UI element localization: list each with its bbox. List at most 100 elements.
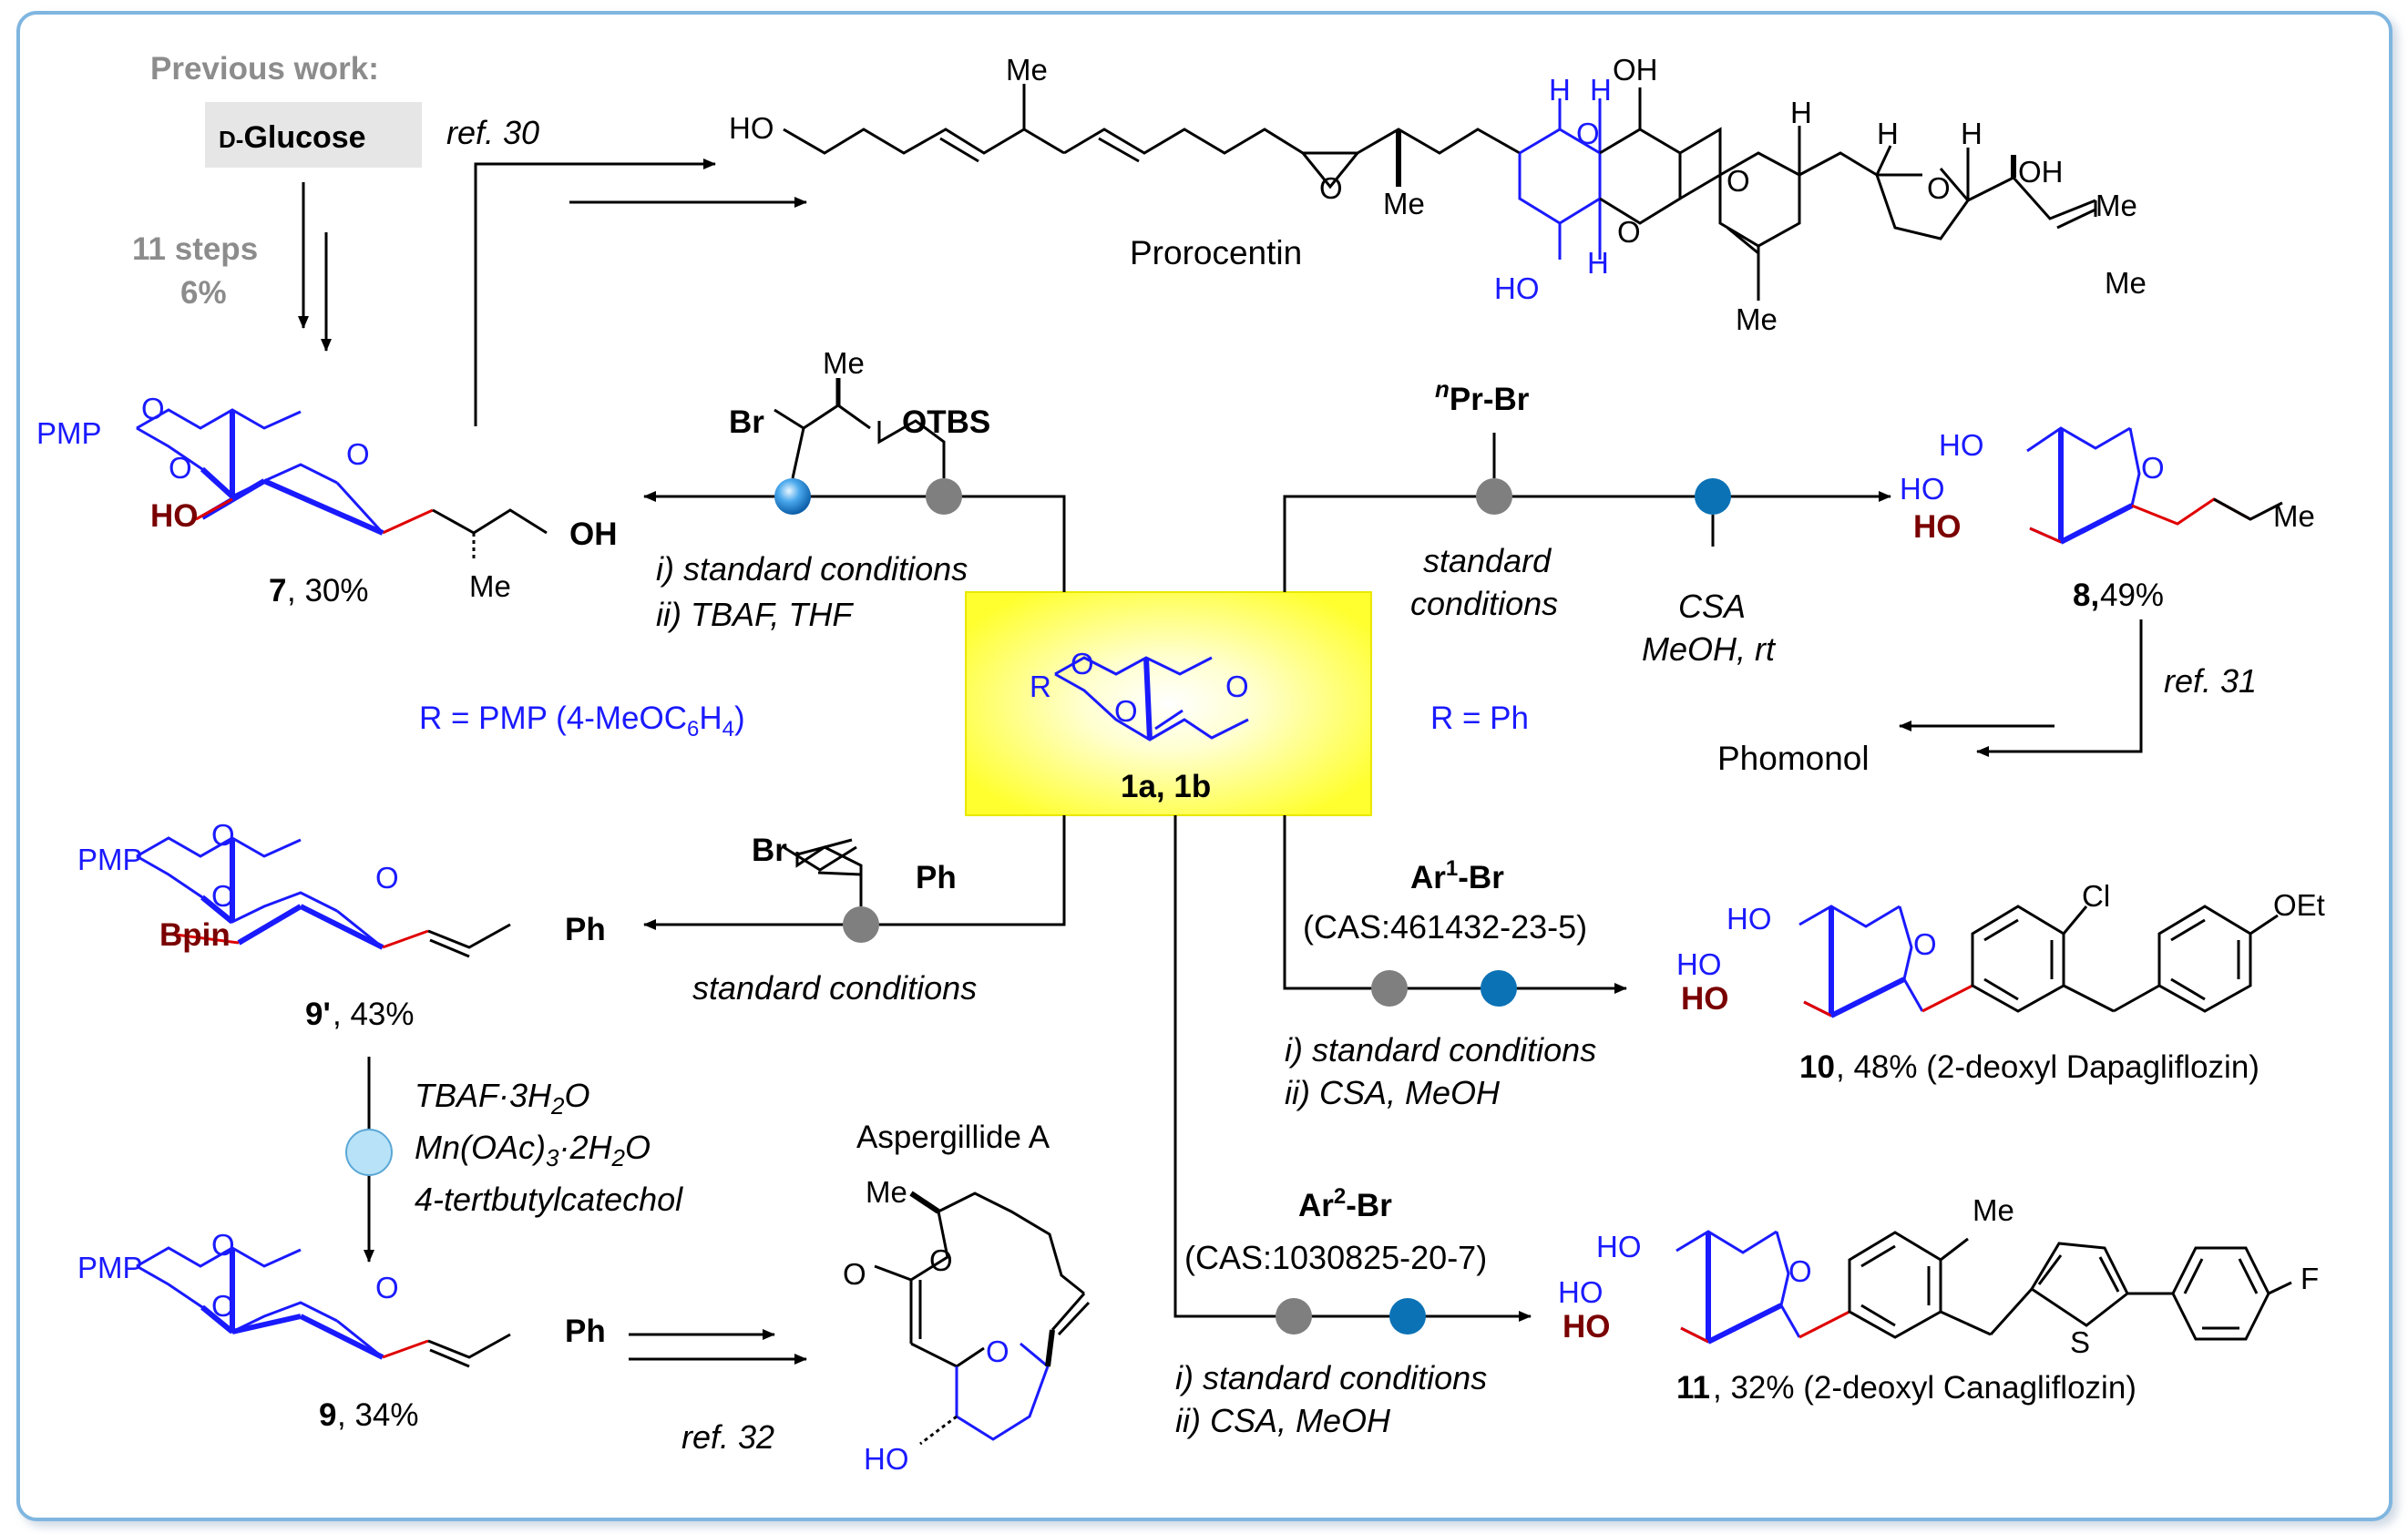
svg-text:O: O [346,437,370,471]
svg-text:ii) TBAF, THF: ii) TBAF, THF [656,596,854,633]
prorocentin-name: Prorocentin [1130,234,1302,271]
svg-text:, 43%: , 43% [333,997,415,1032]
svg-text:i) standard conditions: i) standard conditions [1285,1031,1596,1069]
svg-text:H: H [1587,246,1609,280]
svg-text:, 30%: , 30% [287,573,369,608]
svg-text:O: O [141,392,165,425]
glucose-box [205,102,422,168]
svg-text:O: O [1927,171,1951,205]
svg-text:PMP: PMP [77,843,143,876]
route-9: TBAF·3H2O Mn(OAc)3·2H2O 4-tertbutylcatec… [345,1057,683,1263]
svg-text:MeOH, rt: MeOH, rt [1642,630,1777,668]
svg-text:ii) CSA, MeOH: ii) CSA, MeOH [1175,1402,1391,1439]
svg-text:HO: HO [150,498,199,534]
svg-text:HO: HO [1900,472,1945,506]
svg-text:O: O [1788,1254,1812,1288]
bead-gray-9p [843,906,879,943]
route-7: Br Me OTBS i) standard conditions ii) TB… [643,346,1066,633]
route-phomonol: ref. 31 Phomonol [1717,619,2257,777]
svg-text:CSA: CSA [1678,588,1746,625]
svg-text:ii) CSA, MeOH: ii) CSA, MeOH [1285,1074,1501,1111]
bead-blue-8 [1695,478,1731,515]
svg-text:HO: HO [864,1442,909,1476]
svg-text:Ph: Ph [916,860,957,895]
route-8: nPr-Br standard conditions CSA MeOH, rt [1283,375,1891,668]
svg-text:nPr-Br: nPr-Br [1435,375,1530,417]
ref30-route: ref. 30 [446,114,807,426]
svg-text:O: O [211,879,235,913]
svg-text:O: O [169,451,192,485]
phomonol-label: Phomonol [1717,740,1870,777]
svg-text:O: O [1319,171,1343,205]
compound-11 [1675,1230,2292,1345]
r-ph-label: R = Ph [1430,701,1529,736]
svg-text:O: O [843,1257,866,1291]
aspergillide-name: Aspergillide A [856,1120,1050,1155]
svg-text:i) standard conditions: i) standard conditions [656,550,968,588]
svg-text:11: 11 [1676,1370,1710,1406]
svg-text:HO: HO [1563,1309,1611,1345]
svg-text:conditions: conditions [1410,585,1558,622]
svg-text:HO: HO [1727,902,1772,936]
svg-text:, 34%: , 34% [337,1397,419,1433]
svg-text:(CAS:1030825-20-7): (CAS:1030825-20-7) [1184,1239,1487,1276]
svg-text:R: R [1030,670,1051,703]
svg-text:Me: Me [1006,53,1048,87]
svg-text:OH: OH [2018,155,2064,189]
compound-8 [2026,426,2283,545]
svg-text:H: H [1961,117,1983,150]
bead-gray-10 [1371,970,1408,1007]
svg-text:H: H [1790,96,1812,129]
compound-10-labels: HO HO HO O Cl OEt 10, 48% (2-deoxyl Dapa… [1676,879,2325,1085]
compound-9-labels: PMP O O O Ph 9, 34% [77,1228,606,1433]
previous-work-title: Previous work: [150,51,379,87]
svg-text:OEt: OEt [2273,888,2325,922]
svg-text:O: O [375,1271,399,1304]
svg-text:O: O [211,818,235,852]
svg-text:4-tertbutylcatechol: 4-tertbutylcatechol [415,1181,683,1218]
svg-text:standard: standard [1423,542,1552,579]
steps-label: 11 steps [132,231,258,267]
svg-text:H: H [1590,73,1612,107]
svg-text:HO: HO [1558,1275,1604,1309]
compound-7 [136,408,548,560]
previous-work: Previous work: D-Glucose 11 steps 6% [132,51,422,352]
compound-9p-labels: PMP O O O Bpin Ph 9', 43% [77,818,606,1032]
svg-text:9': 9' [305,997,331,1032]
svg-text:O: O [211,1289,235,1323]
svg-text:Me: Me [823,346,865,380]
center-highlight [965,591,1372,816]
svg-text:H: H [1877,117,1899,150]
svg-text:Cl: Cl [2082,879,2110,913]
svg-text:Br: Br [729,404,764,440]
svg-text:Ar2-Br: Ar2-Br [1298,1184,1392,1223]
svg-text:OTBS: OTBS [902,404,990,440]
svg-text:HO: HO [729,111,774,145]
r-pmp-label: R = PMP (4-MeOC6H4) [419,701,745,741]
svg-text:O: O [1727,164,1750,198]
compound-11-labels: HO HO HO O Me S F 11, 32% (2-deoxyl Cana… [1558,1193,2319,1406]
bead-blue-7 [774,478,811,515]
svg-text:O: O [929,1243,953,1277]
svg-text:HO: HO [1596,1230,1642,1263]
svg-text:O: O [1114,694,1138,728]
svg-text:9: 9 [319,1397,336,1433]
svg-text:PMP: PMP [36,416,102,450]
svg-text:F: F [2300,1262,2319,1295]
svg-text:PMP: PMP [77,1251,143,1284]
aspergillide-labels: Aspergillide A Me O O O HO [843,1120,1050,1476]
svg-text:i) standard conditions: i) standard conditions [1175,1359,1487,1396]
prorocentin-structure [783,84,2097,301]
steps-yield: 6% [180,275,227,311]
svg-text:O: O [1071,647,1094,680]
svg-text:, 48% (2-deoxyl Dapagliflozin: , 48% (2-deoxyl Dapagliflozin) [1836,1049,2259,1085]
svg-text:OH: OH [569,516,618,552]
svg-text:Ph: Ph [565,912,606,947]
svg-text:ref. 32: ref. 32 [681,1418,774,1456]
svg-text:Me: Me [1736,302,1778,336]
svg-text:O: O [1225,670,1249,703]
svg-text:Me: Me [1973,1193,2014,1227]
svg-text:Br: Br [752,833,787,868]
svg-text:, 32% (2-deoxyl Canagliflozin): , 32% (2-deoxyl Canagliflozin) [1713,1370,2136,1406]
svg-text:Me: Me [866,1175,907,1209]
